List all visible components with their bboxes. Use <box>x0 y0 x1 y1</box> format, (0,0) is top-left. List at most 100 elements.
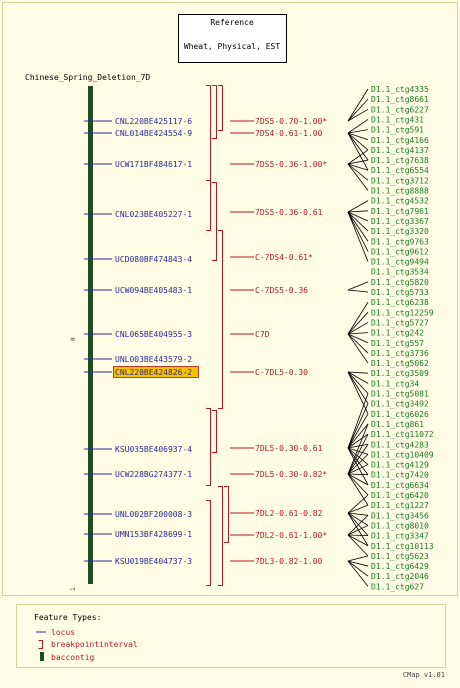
contig-label[interactable]: D1.1_ctg6227 <box>371 105 429 114</box>
contig-label[interactable]: D1.1_ctg4166 <box>371 136 429 145</box>
contig-label[interactable]: D1.1_ctg8010 <box>371 521 429 530</box>
breakpoint-label[interactable]: 7DS5-0.36-1.00* <box>255 160 327 169</box>
contig-label[interactable]: D1.1_ctg3456 <box>371 511 429 520</box>
correspondence-line <box>347 560 369 577</box>
contig-label[interactable]: D1.1_ctg3509 <box>371 369 429 378</box>
breakpoint-bracket[interactable] <box>206 85 211 181</box>
breakpoint-bracket[interactable] <box>224 486 229 543</box>
contig-label[interactable]: D1.1_ctg3320 <box>371 227 429 236</box>
contig-label[interactable]: D1.1_ctg7420 <box>371 471 429 480</box>
contig-label[interactable]: D1.1_ctg3736 <box>371 349 429 358</box>
map-title[interactable]: Chinese_Spring_Deletion_7D <box>25 73 150 82</box>
breakpoint-bracket[interactable] <box>212 182 217 261</box>
breakpoint-label[interactable]: C-7DL5-0.30 <box>255 368 308 377</box>
contig-label[interactable]: D1.1_ctg4129 <box>371 461 429 470</box>
contig-label[interactable]: D1.1_ctg3367 <box>371 217 429 226</box>
breakpoint-label[interactable]: 7DL2-0.61-0.82 <box>255 509 323 518</box>
contig-label[interactable]: D1.1_ctg3492 <box>371 400 429 409</box>
breakpoint-bracket[interactable] <box>212 410 217 453</box>
contig-label[interactable]: D1.1_ctg12259 <box>371 308 434 317</box>
contig-label[interactable]: D1.1_ctg7961 <box>371 207 429 216</box>
locus-label[interactable]: UCW094BE405483-1 <box>115 286 192 295</box>
contig-label[interactable]: D1.1_ctg6634 <box>371 481 429 490</box>
contig-label[interactable]: D1.1_ctg5820 <box>371 278 429 287</box>
contig-label[interactable]: D1.1_ctg9494 <box>371 258 429 267</box>
contig-label[interactable]: D1.1_ctg7638 <box>371 156 429 165</box>
breakpoint-bracket[interactable] <box>218 230 223 409</box>
breakpoint-label[interactable]: 7DS4-0.61-1.00 <box>255 129 323 138</box>
contig-label[interactable]: D1.1_ctg4283 <box>371 440 429 449</box>
contig-label[interactable]: D1.1_ctg242 <box>371 329 424 338</box>
contig-label[interactable]: D1.1_ctg3534 <box>371 268 429 277</box>
locus-label[interactable]: KSU019BE404737-3 <box>115 557 192 566</box>
locus-label[interactable]: UMN153BF428699-1 <box>115 530 192 539</box>
locus-label[interactable]: CNL023BE405227-1 <box>115 210 192 219</box>
breakpoint-bracket[interactable] <box>218 85 223 131</box>
breakpoint-bracket[interactable] <box>218 486 223 586</box>
contig-label[interactable]: D1.1_ctg5081 <box>371 390 429 399</box>
contig-label[interactable]: D1.1_ctg4335 <box>371 85 429 94</box>
contig-label[interactable]: D1.1_ctg431 <box>371 115 424 124</box>
correspondence-line <box>347 211 369 232</box>
locus-label[interactable]: UCW228BG274377-1 <box>115 470 192 479</box>
contig-label[interactable]: D1.1_ctg6238 <box>371 298 429 307</box>
contig-label[interactable]: D1.1_ctg34 <box>371 379 419 388</box>
contig-label[interactable]: D1.1_ctg4137 <box>371 146 429 155</box>
contig-label[interactable]: D1.1_ctg627 <box>371 582 424 591</box>
breakpoint-label[interactable]: 7DS5-0.70-1.00* <box>255 117 327 126</box>
contig-label[interactable]: D1.1_ctg10113 <box>371 542 434 551</box>
contig-label[interactable]: D1.1_ctg5623 <box>371 552 429 561</box>
breakpoint-label[interactable]: 7DL5-0.30-0.82* <box>255 470 327 479</box>
correspondence-line <box>347 301 369 335</box>
contig-label[interactable]: D1.1_ctg3347 <box>371 532 429 541</box>
breakpoint-bracket[interactable] <box>206 500 211 586</box>
locus-label[interactable]: CNL014BE424554-9 <box>115 129 192 138</box>
locus-label[interactable]: UCD080BF474843-4 <box>115 255 192 264</box>
contig-label[interactable]: D1.1_ctg8661 <box>371 95 429 104</box>
correspondence-line <box>347 163 369 191</box>
locus-label[interactable]: CNL065BE404955-3 <box>115 330 192 339</box>
breakpoint-label[interactable]: 7DS5-0.36-0.61 <box>255 208 323 217</box>
contig-label[interactable]: D1.1_ctg6026 <box>371 410 429 419</box>
contig-label[interactable]: D1.1_ctg5727 <box>371 318 429 327</box>
contig-label[interactable]: D1.1_ctg591 <box>371 126 424 135</box>
correspondence-line <box>347 534 369 547</box>
contig-label[interactable]: D1.1_ctg2046 <box>371 572 429 581</box>
contig-label[interactable]: D1.1_ctg6554 <box>371 166 429 175</box>
breakpoint-label[interactable]: C7D <box>255 330 270 339</box>
contig-label[interactable]: D1.1_ctg9612 <box>371 247 429 256</box>
contig-label[interactable]: D1.1_ctg4532 <box>371 197 429 206</box>
locus-label[interactable]: UNL003BE443579-2 <box>115 355 192 364</box>
contig-label[interactable]: D1.1_ctg5733 <box>371 288 429 297</box>
breakpoint-label[interactable]: C-7DS5-0.36 <box>255 286 308 295</box>
breakpoint-label[interactable]: 7DL5-0.30-0.61 <box>255 444 323 453</box>
correspondence-line <box>347 433 369 449</box>
locus-label[interactable]: UCW171BF484617-1 <box>115 160 192 169</box>
contig-label[interactable]: D1.1_ctg3712 <box>371 176 429 185</box>
correspondence-line <box>347 447 369 475</box>
breakpoint-label[interactable]: C-7DS4-0.61* <box>255 253 313 262</box>
breakpoint-label[interactable]: 7DL3-0.82-1.00 <box>255 557 323 566</box>
reference-box[interactable] <box>178 14 287 63</box>
breakpoint-bracket[interactable] <box>206 408 211 486</box>
chromosome-bar[interactable] <box>88 86 93 584</box>
contig-label[interactable]: D1.1_ctg11072 <box>371 430 434 439</box>
contig-label[interactable]: D1.1_ctg6429 <box>371 562 429 571</box>
locus-label[interactable]: UNL002BF200008-3 <box>115 510 192 519</box>
locus-label[interactable]: CNL220BE425117-6 <box>115 117 192 126</box>
locus-label[interactable]: CNL220BE424826-2 <box>115 368 192 377</box>
breakpoint-bracket[interactable] <box>206 180 211 231</box>
correspondence-line <box>347 371 369 414</box>
contig-label[interactable]: D1.1_ctg10409 <box>371 450 434 459</box>
contig-label[interactable]: D1.1_ctg9763 <box>371 237 429 246</box>
contig-label[interactable]: D1.1_ctg8888 <box>371 187 429 196</box>
contig-label[interactable]: D1.1_ctg861 <box>371 420 424 429</box>
contig-label[interactable]: D1.1_ctg557 <box>371 339 424 348</box>
contig-label[interactable]: D1.1_ctg5062 <box>371 359 429 368</box>
locus-label[interactable]: KSU035BE406937-4 <box>115 445 192 454</box>
contig-label[interactable]: D1.1_ctg6420 <box>371 491 429 500</box>
breakpoint-label[interactable]: 7DL2-0.61-1.00* <box>255 531 327 540</box>
contig-label[interactable]: D1.1_ctg1227 <box>371 501 429 510</box>
correspondence-line <box>347 534 369 557</box>
breakpoint-bracket[interactable] <box>212 85 217 139</box>
